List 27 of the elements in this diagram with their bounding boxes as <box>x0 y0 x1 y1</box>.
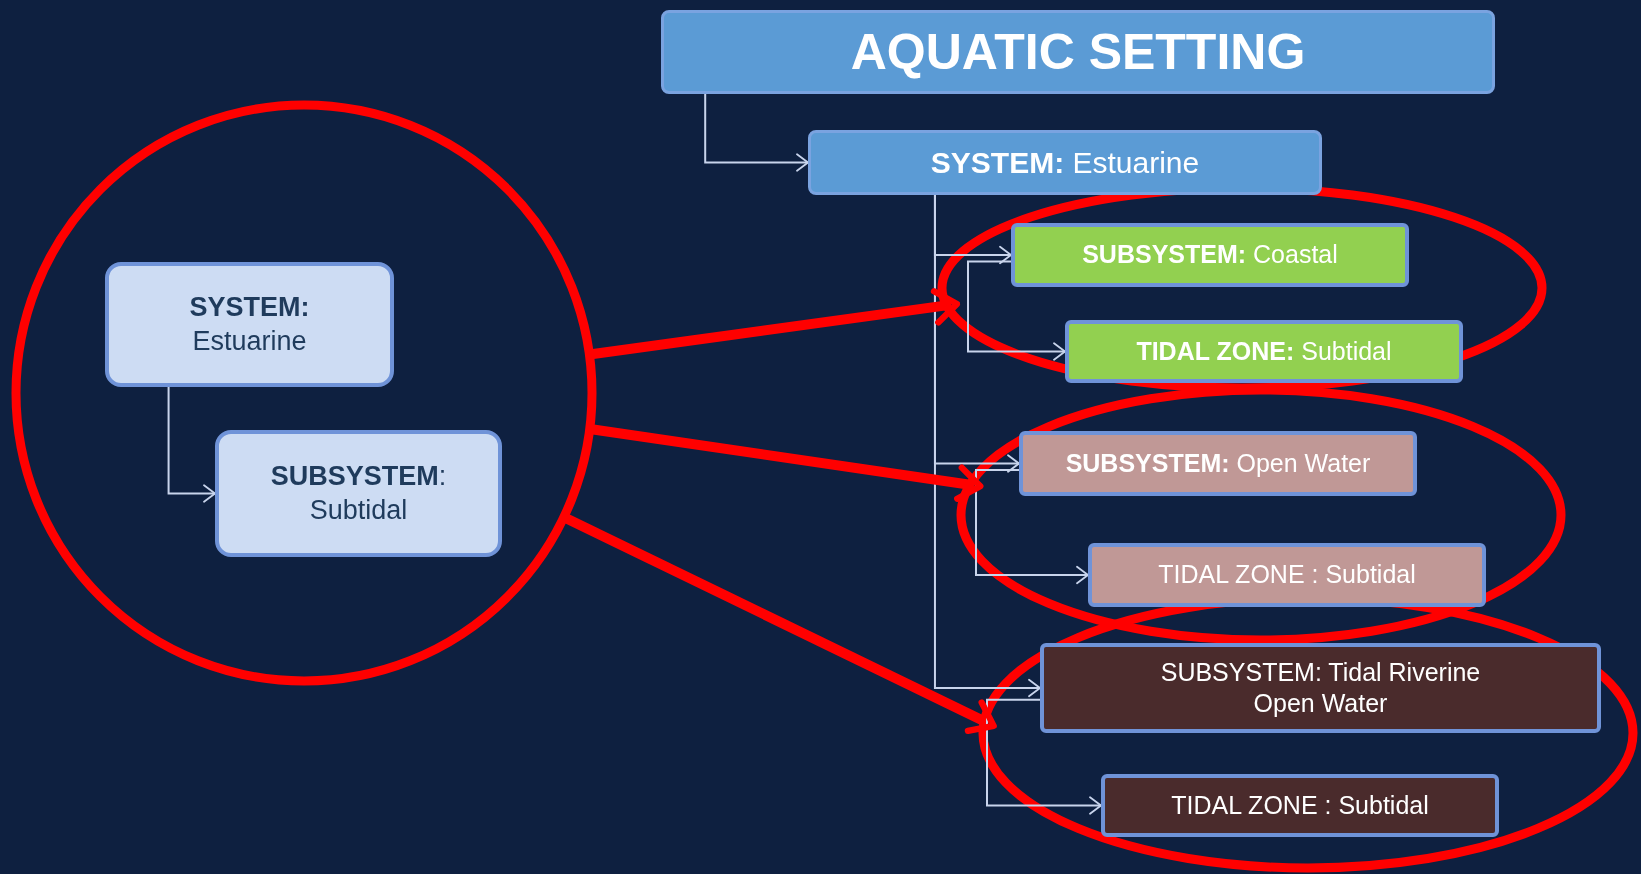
box-label: AQUATIC SETTING <box>850 22 1306 82</box>
box-label: SUBSYSTEM: Tidal Riverine Open Water <box>1159 656 1482 719</box>
process-box <box>1011 223 1409 287</box>
process-box <box>215 430 502 557</box>
box-label: TIDAL ZONE: Subtidal <box>1136 335 1392 367</box>
box-label: SUBSYSTEM: Open Water <box>1065 447 1371 479</box>
arrow <box>933 194 1041 698</box>
process-box <box>1088 543 1486 607</box>
arrow <box>167 386 216 503</box>
process-box <box>1101 774 1499 837</box>
process-box <box>1019 431 1417 496</box>
arrow <box>967 260 1066 361</box>
arrow <box>986 698 1102 815</box>
heading-box <box>661 10 1495 94</box>
arrow <box>975 469 1089 585</box>
process-box <box>808 130 1322 195</box>
box-label: SUBSYSTEM: Coastal <box>1082 239 1338 271</box>
process-box <box>1040 643 1601 733</box>
arrow <box>704 93 809 172</box>
process-box <box>105 262 394 387</box>
box-label: SYSTEM: Estuarine <box>188 290 311 358</box>
process-box <box>1065 320 1463 383</box>
box-label: TIDAL ZONE : Subtidal <box>1158 559 1416 591</box>
box-label: TIDAL ZONE : Subtidal <box>1171 789 1429 821</box>
box-label: SUBSYSTEM: Subtidal <box>269 459 448 527</box>
box-label: SYSTEM: Estuarine <box>930 144 1200 181</box>
arrow <box>562 513 997 734</box>
